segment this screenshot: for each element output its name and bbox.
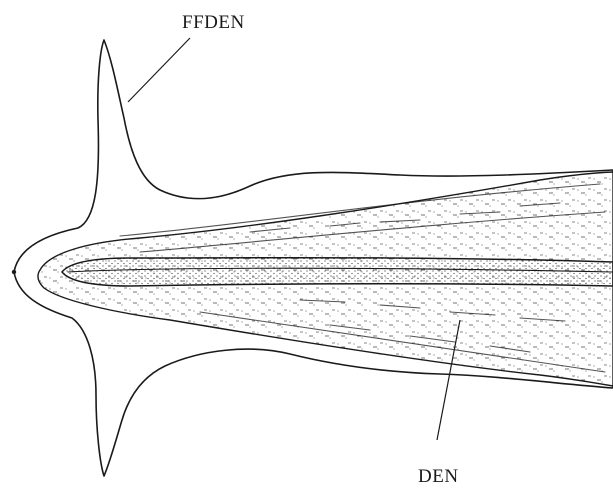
tip-point	[12, 270, 16, 274]
label-ffden: FFDEN	[182, 12, 245, 33]
central-cord	[62, 258, 613, 286]
label-den: DEN	[418, 466, 459, 487]
ffden-leader-line	[128, 38, 190, 102]
